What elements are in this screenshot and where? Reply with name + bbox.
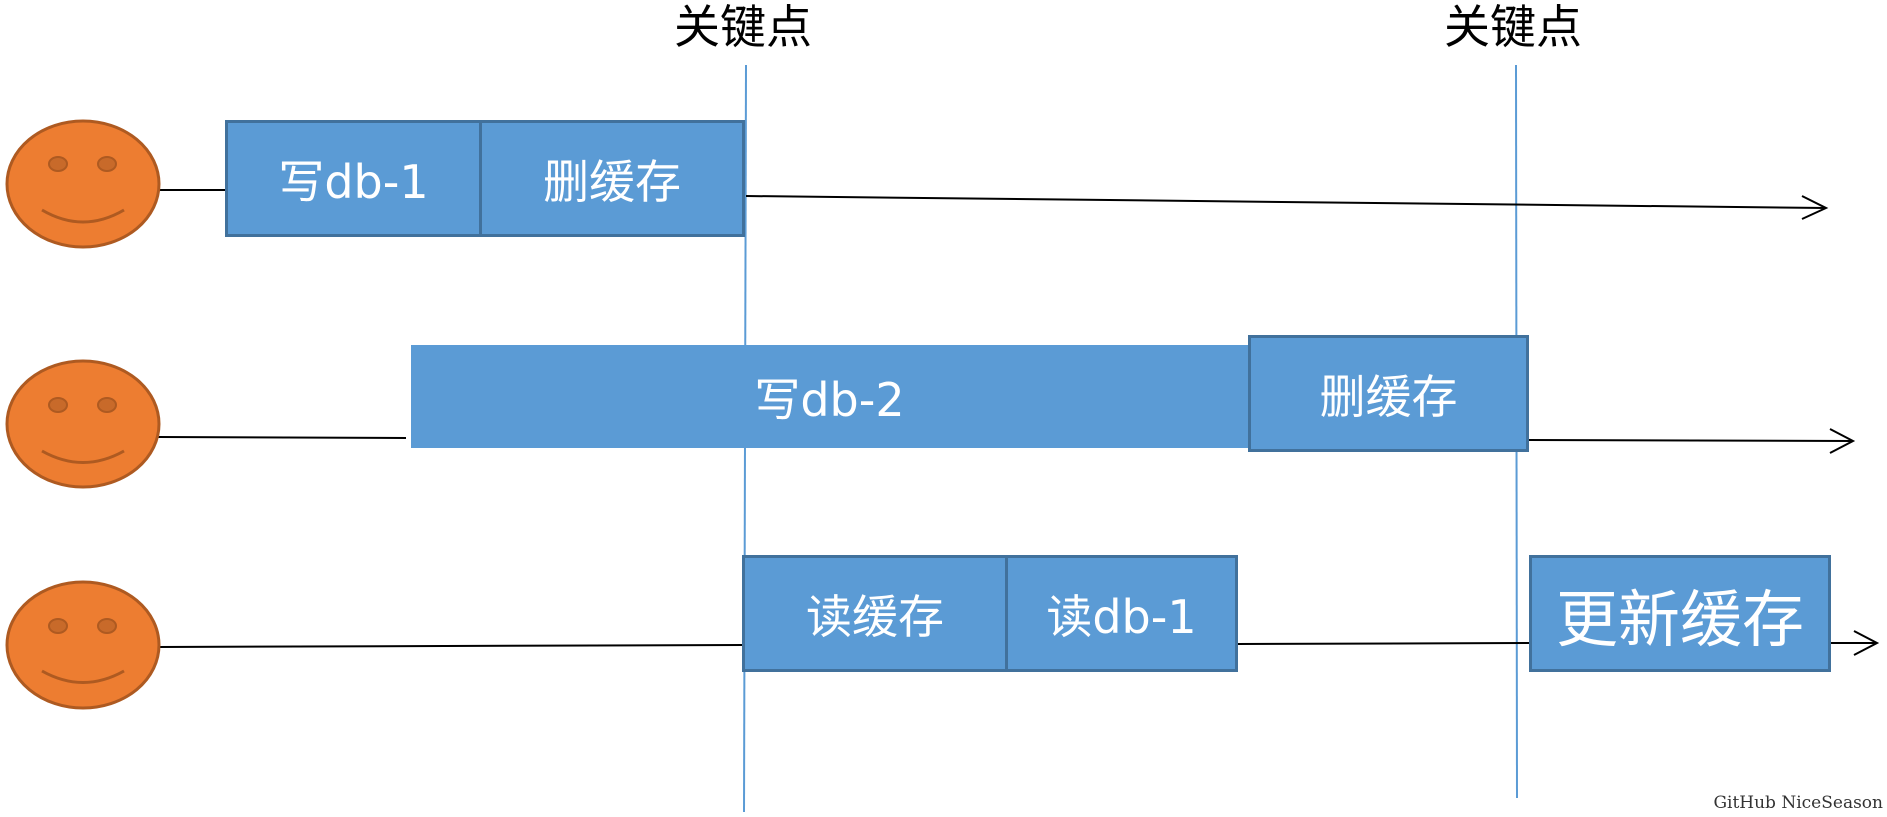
lane3-lead-line — [157, 644, 744, 648]
key-point-label-1: 关键点 — [674, 0, 812, 54]
lane3-smiley-icon — [5, 580, 161, 710]
watermark: GitHub NiceSeason — [1713, 793, 1883, 813]
lane3-arrowhead — [1853, 630, 1880, 656]
lane2-smiley-icon — [5, 359, 161, 489]
lane2-step-delete-cache: 删缓存 — [1248, 335, 1529, 452]
lane3-step-read-db: 读db-1 — [1005, 555, 1238, 672]
lane3-step-update-cache: 更新缓存 — [1529, 555, 1831, 672]
lane3-step-read-cache: 读缓存 — [742, 555, 1008, 672]
lane1-step-delete-cache: 删缓存 — [479, 120, 745, 237]
lane1-arrowhead — [1801, 195, 1829, 220]
lane1-smiley-icon — [5, 119, 161, 249]
lane2-lead-line — [157, 436, 407, 439]
lane1-step-write-db: 写db-1 — [225, 120, 482, 237]
lane2-arrowhead — [1829, 428, 1856, 454]
lane2-step-write-db: 写db-2 — [411, 345, 1248, 448]
lane1-timeline-arrow — [745, 195, 1827, 209]
key-point-label-2: 关键点 — [1444, 0, 1582, 54]
lane2-timeline-arrow — [1528, 439, 1854, 442]
lane3-middle-line — [1237, 642, 1531, 645]
